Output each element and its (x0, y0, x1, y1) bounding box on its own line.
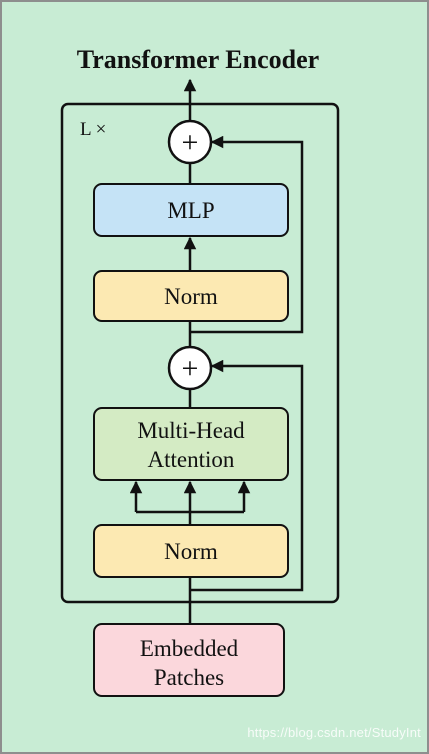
embedded-label-line2: Patches (154, 665, 224, 690)
norm-block-bottom (93, 524, 289, 578)
embedded-patches-block (93, 623, 285, 697)
norm-label-bottom: Norm (164, 539, 218, 564)
attention-label-line2: Attention (148, 447, 235, 472)
mlp-block (93, 183, 289, 237)
loop-label: L × (80, 119, 106, 140)
residual-connection-2 (190, 135, 304, 334)
add-node-top (167, 119, 213, 165)
add-symbol-top: + (182, 126, 199, 159)
add-symbol-bottom: + (182, 352, 199, 385)
norm-label-top: Norm (164, 284, 218, 309)
embedded-label-line1: Embedded (140, 636, 239, 661)
add-node-bottom (167, 345, 213, 391)
diagram-title: Transformer Encoder (77, 45, 319, 74)
attention-label-line1: Multi-Head (137, 418, 245, 443)
norm-block-top (93, 270, 289, 322)
loop-frame (60, 102, 340, 604)
mlp-label: MLP (167, 198, 214, 223)
residual-connection-1 (190, 359, 304, 592)
attention-block (93, 407, 289, 481)
watermark-text: https://blog.csdn.net/StudyInt (247, 725, 421, 740)
